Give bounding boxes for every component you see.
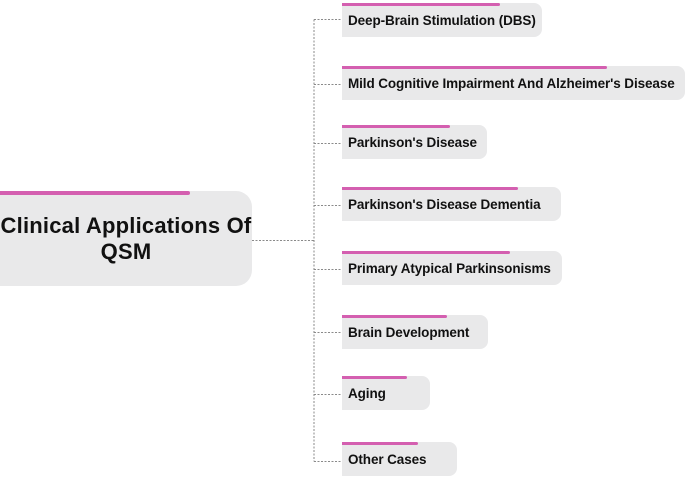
branch-node-parkinsons: Parkinson's Disease — [342, 125, 487, 159]
branch-label: Parkinson's Disease — [348, 134, 477, 150]
branch-node-dbs: Deep-Brain Stimulation (DBS) — [342, 3, 542, 37]
branch-accent-bar — [342, 187, 518, 190]
branch-node-atypical-parkinsonisms: Primary Atypical Parkinsonisms — [342, 251, 562, 285]
branch-node-other-cases: Other Cases — [342, 442, 457, 476]
branch-label: Other Cases — [348, 451, 427, 467]
root-node: Clinical Applications Of QSM — [0, 191, 252, 286]
branch-node-aging: Aging — [342, 376, 430, 410]
branch-label: Primary Atypical Parkinsonisms — [348, 260, 551, 276]
branch-accent-bar — [342, 66, 607, 69]
root-label: Clinical Applications Of QSM — [0, 213, 252, 264]
branch-label: Aging — [348, 385, 386, 401]
branch-accent-bar — [342, 3, 500, 6]
branch-accent-bar — [342, 251, 510, 254]
branch-node-mci-alzheimers: Mild Cognitive Impairment And Alzheimer'… — [342, 66, 685, 100]
branch-label: Brain Development — [348, 324, 470, 340]
branch-accent-bar — [342, 442, 418, 445]
branch-accent-bar — [342, 125, 450, 128]
root-accent-bar — [0, 191, 190, 195]
branch-label: Parkinson's Disease Dementia — [348, 196, 541, 212]
branch-accent-bar — [342, 315, 447, 318]
branch-node-parkinsons-dementia: Parkinson's Disease Dementia — [342, 187, 561, 221]
branch-accent-bar — [342, 376, 407, 379]
branch-label: Mild Cognitive Impairment And Alzheimer'… — [348, 75, 675, 91]
branch-label: Deep-Brain Stimulation (DBS) — [348, 12, 536, 28]
branch-node-brain-development: Brain Development — [342, 315, 488, 349]
